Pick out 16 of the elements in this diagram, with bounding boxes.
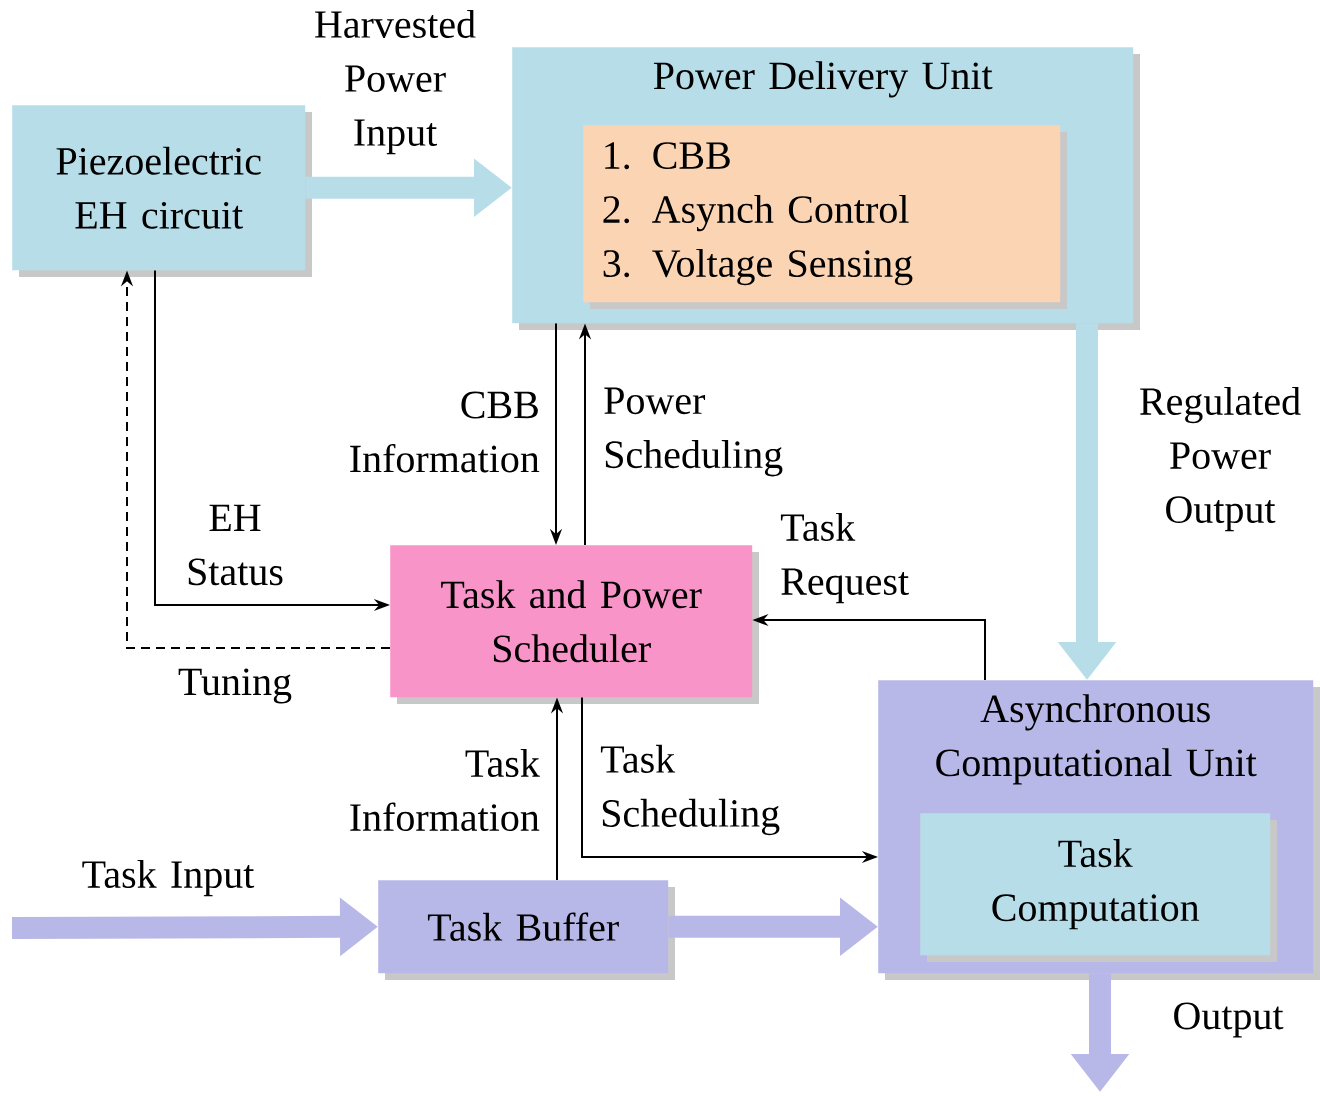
edge-label: Task Information: [350, 748, 540, 832]
circuit-box: Piezoelectric EH circuit: [12, 105, 306, 271]
scheduler-box: Task and Power Scheduler: [390, 545, 753, 698]
edge-label: Tuning: [178, 668, 292, 704]
edge-label: Harvested Power Input: [315, 9, 476, 155]
buffer-box: Task Buffer: [378, 880, 669, 974]
edge-label: Power Scheduling: [604, 387, 783, 477]
edge-label: CBB Information: [350, 391, 540, 473]
list-box: 1. CBB 2. Asynch Control 3. Voltage Sensing: [583, 125, 1061, 303]
edge-label: Task Input: [82, 859, 255, 897]
computation-box: Task Computation: [920, 813, 1271, 956]
edge-label: Task Scheduling: [600, 744, 780, 836]
edge-label: Regulated Power Output: [1140, 386, 1301, 532]
edge-label: EH Status: [188, 504, 283, 586]
edge-label: Output: [1174, 1002, 1284, 1038]
edge-label: Task Request: [780, 512, 909, 604]
